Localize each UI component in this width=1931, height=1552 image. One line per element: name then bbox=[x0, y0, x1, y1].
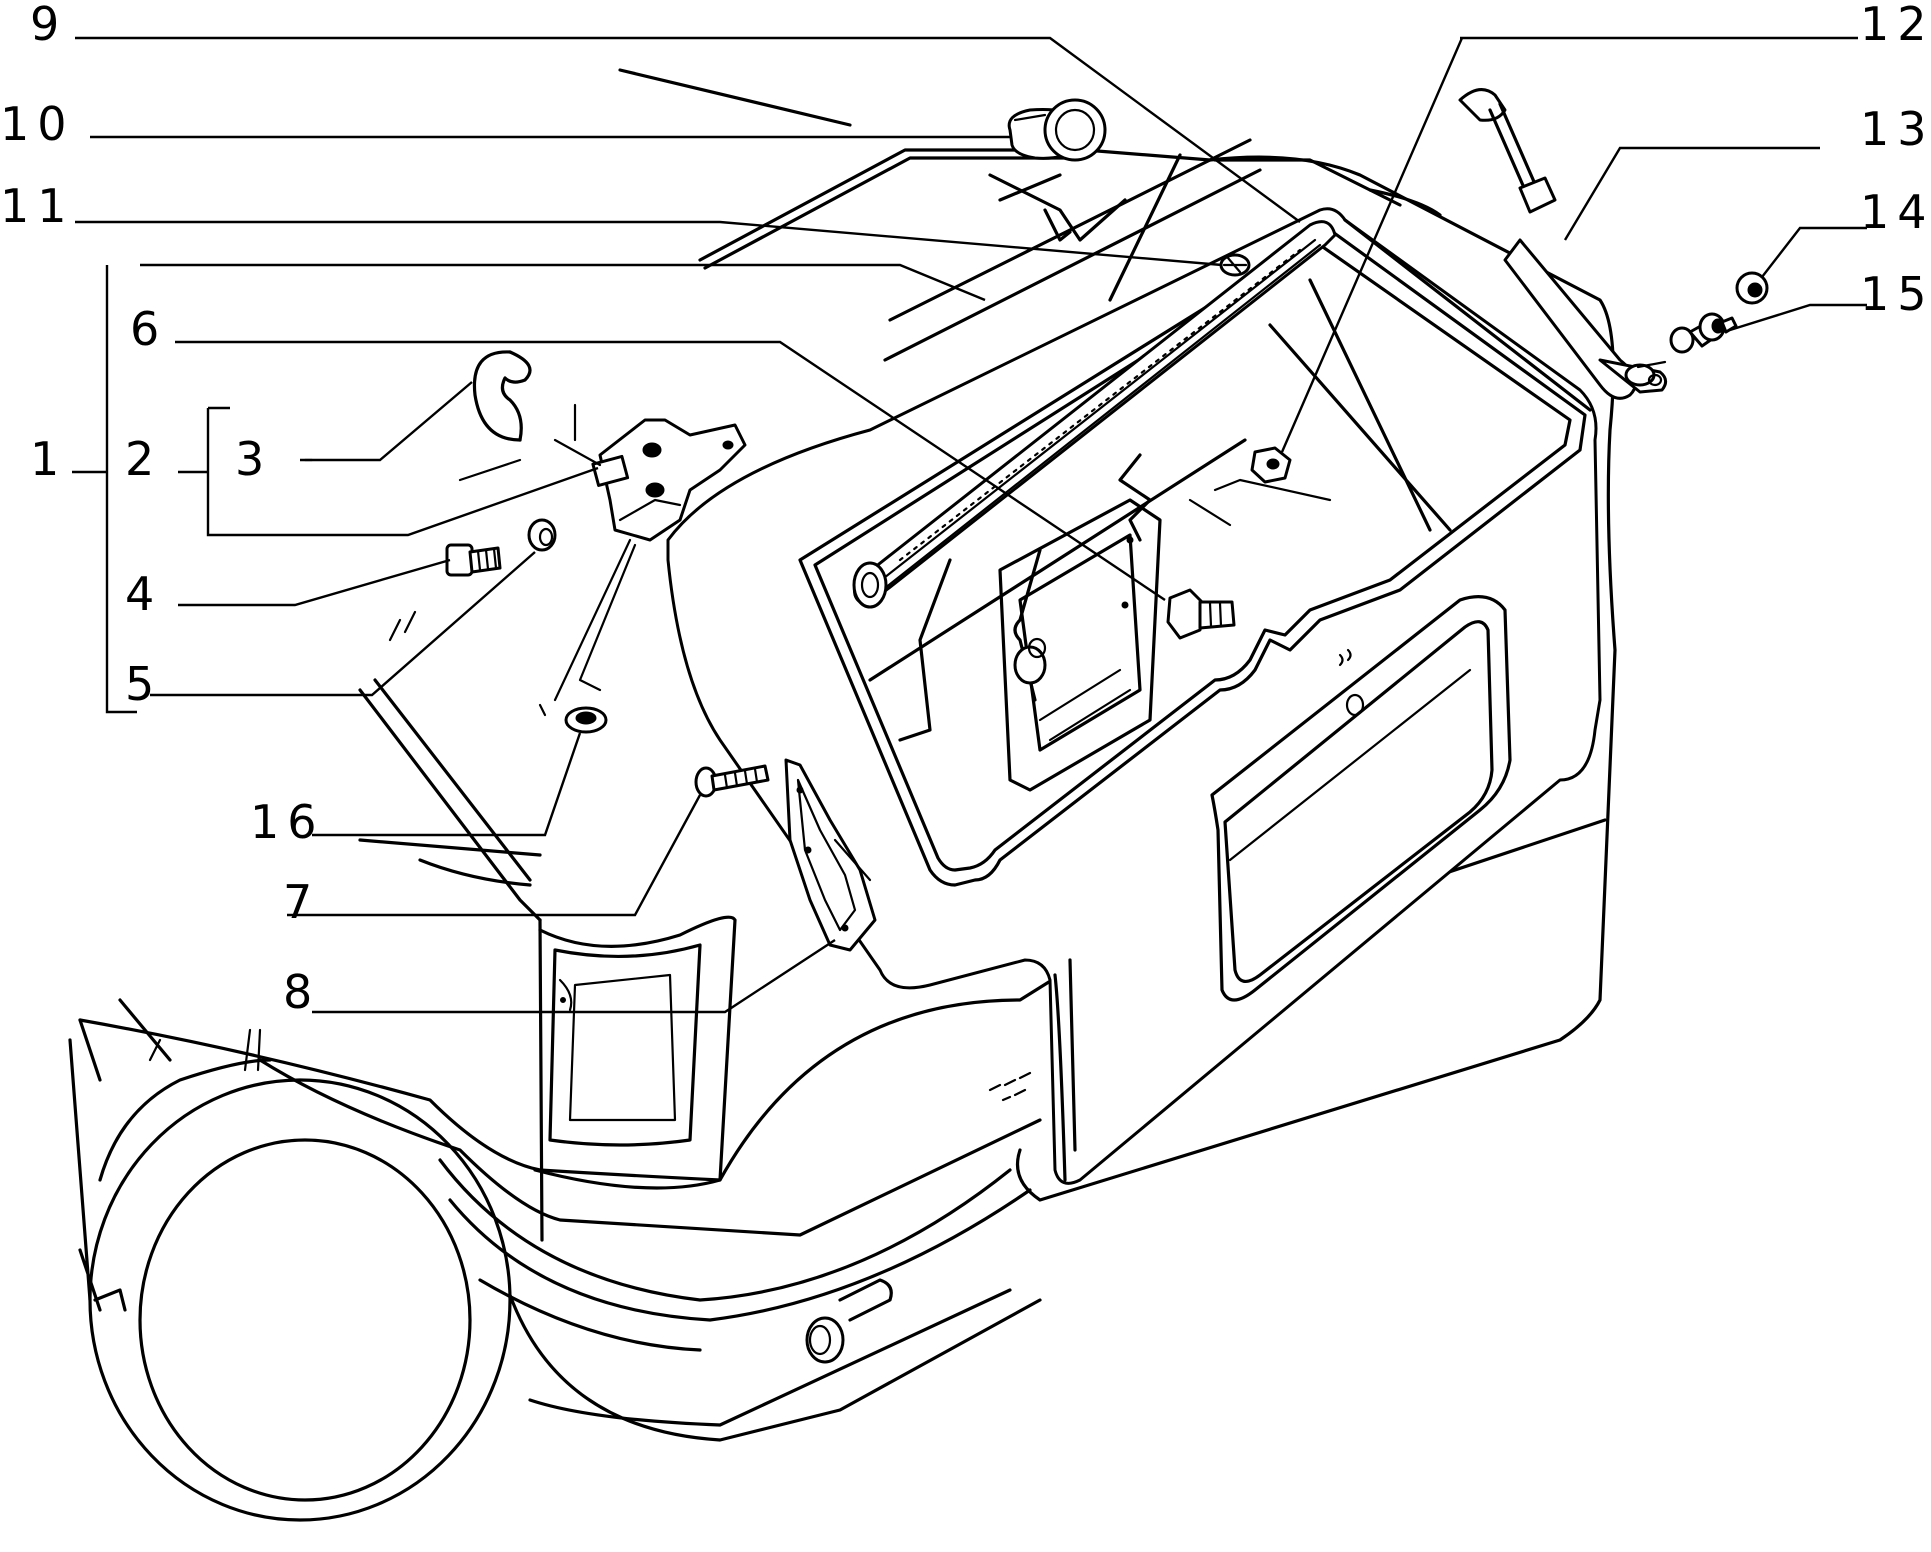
callout-7: 7 bbox=[283, 875, 320, 929]
callout-9: 9 bbox=[30, 0, 67, 51]
callout-6: 6 bbox=[130, 302, 167, 356]
callout-13: 13 bbox=[1860, 102, 1931, 156]
callout-11: 11 bbox=[0, 179, 75, 233]
callout-5: 5 bbox=[125, 657, 162, 711]
cap-part bbox=[1007, 98, 1107, 162]
callout-3: 3 bbox=[235, 432, 272, 486]
washer-part bbox=[527, 518, 557, 552]
gas-strut bbox=[1458, 88, 1667, 400]
callout-1: 1 bbox=[30, 432, 67, 486]
side-trim-panel bbox=[784, 758, 877, 952]
callout-14: 14 bbox=[1860, 185, 1931, 239]
bolt-part bbox=[445, 543, 502, 577]
callout-4: 4 bbox=[125, 567, 162, 621]
grommet-part bbox=[564, 706, 608, 734]
callout-8: 8 bbox=[283, 965, 320, 1019]
hinge-bracket bbox=[458, 403, 747, 717]
callout-10: 10 bbox=[0, 97, 75, 151]
roof-lines bbox=[618, 68, 1182, 302]
leader-lines bbox=[72, 36, 1867, 1014]
callout-16: 16 bbox=[250, 795, 325, 849]
clip-part bbox=[472, 350, 532, 442]
car-body bbox=[68, 138, 1617, 1522]
tailgate-fastener bbox=[1188, 446, 1332, 527]
tailgate-seal bbox=[852, 220, 1337, 609]
callout-15: 15 bbox=[1860, 267, 1931, 321]
seal-end-clip bbox=[1219, 253, 1251, 277]
screw-part bbox=[694, 764, 770, 798]
callout-labels: 9 10 11 1 2 3 4 5 6 16 7 8 12 13 14 15 bbox=[0, 0, 1931, 1019]
tailgate bbox=[666, 207, 1602, 1185]
callout-2: 2 bbox=[125, 432, 162, 486]
stud-bolt-part bbox=[1166, 588, 1236, 640]
callout-12: 12 bbox=[1860, 0, 1931, 51]
ball-stud bbox=[1669, 312, 1738, 354]
retaining-ring bbox=[1735, 271, 1769, 305]
